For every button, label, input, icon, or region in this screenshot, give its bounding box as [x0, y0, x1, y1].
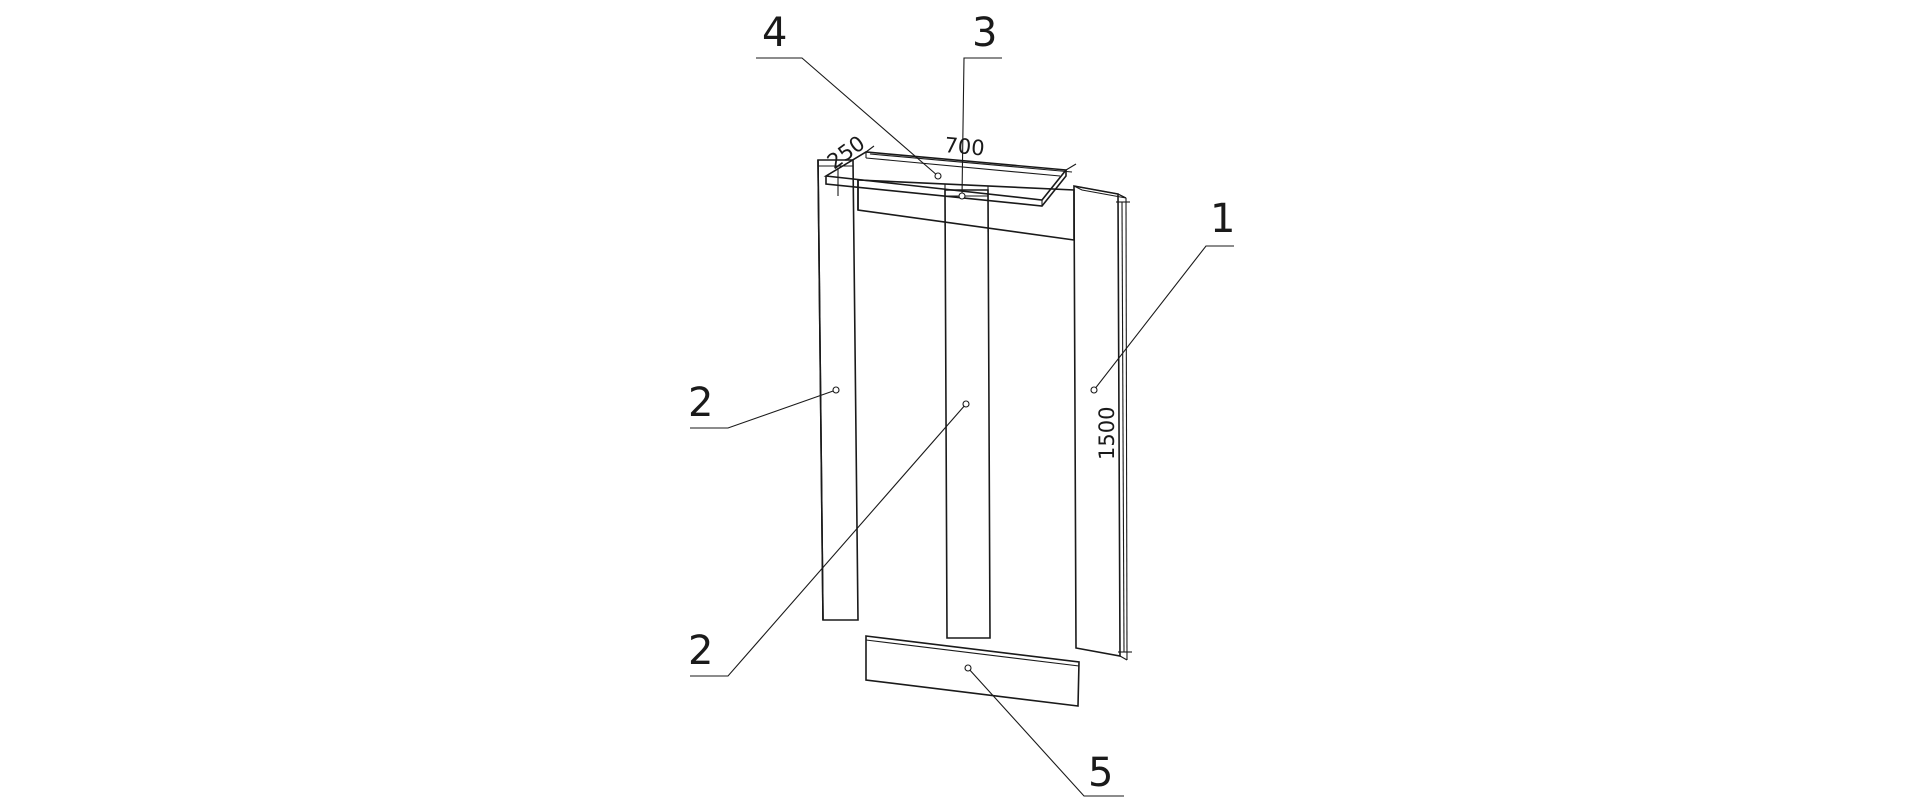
callout-2-center: 2: [688, 628, 713, 674]
dimension-width: 700: [944, 133, 986, 160]
callout-3: 3: [972, 10, 997, 56]
bottom-board: [865, 635, 1080, 707]
leader-lines: [690, 57, 1234, 797]
top-crossbar: [857, 179, 1075, 241]
center-board: [944, 189, 991, 639]
right-board: [1073, 185, 1128, 661]
leader-dots: [832, 172, 1098, 672]
dimension-depth: 250: [823, 131, 870, 174]
left-board: [817, 159, 859, 621]
callout-2-left: 2: [688, 380, 713, 426]
dimension-height: 1500: [1095, 407, 1119, 460]
callout-5: 5: [1088, 750, 1113, 796]
callout-1: 1: [1210, 196, 1235, 242]
callout-4: 4: [762, 10, 787, 56]
dimension-lines: [825, 145, 1132, 653]
top-tray: [823, 151, 1068, 207]
